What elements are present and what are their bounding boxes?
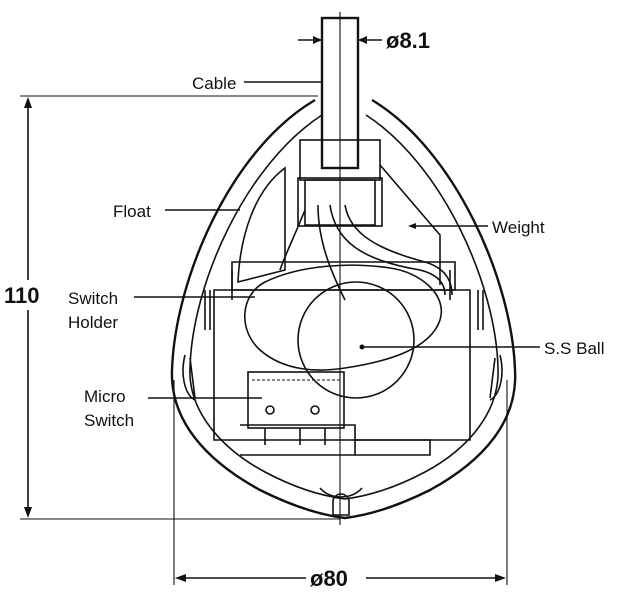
bottom-plug: [319, 487, 363, 516]
float-hatched-body: [237, 166, 286, 284]
micro-switch-label-line1: Micro: [84, 387, 126, 406]
switch-holder-label-line2: Holder: [68, 313, 118, 332]
body-diameter-dimension: ø80: [310, 566, 348, 591]
switch-holder-frame: [182, 164, 503, 441]
dimension-lines: [20, 36, 508, 585]
ss-ball: [297, 281, 415, 399]
float-shell: [170, 98, 517, 520]
cable-diameter-dimension: ø8.1: [386, 28, 430, 53]
ss-ball-label: S.S Ball: [544, 339, 604, 358]
leader-lines: [134, 81, 540, 399]
micro-switch: [240, 371, 431, 456]
weight-label: Weight: [492, 218, 545, 237]
wires: [279, 204, 453, 301]
cable-label: Cable: [192, 74, 236, 93]
switch-holder-label-line1: Switch: [68, 289, 118, 308]
float-label: Float: [113, 202, 151, 221]
height-dimension: 110: [4, 283, 40, 308]
micro-switch-label-line2: Switch: [84, 411, 134, 430]
